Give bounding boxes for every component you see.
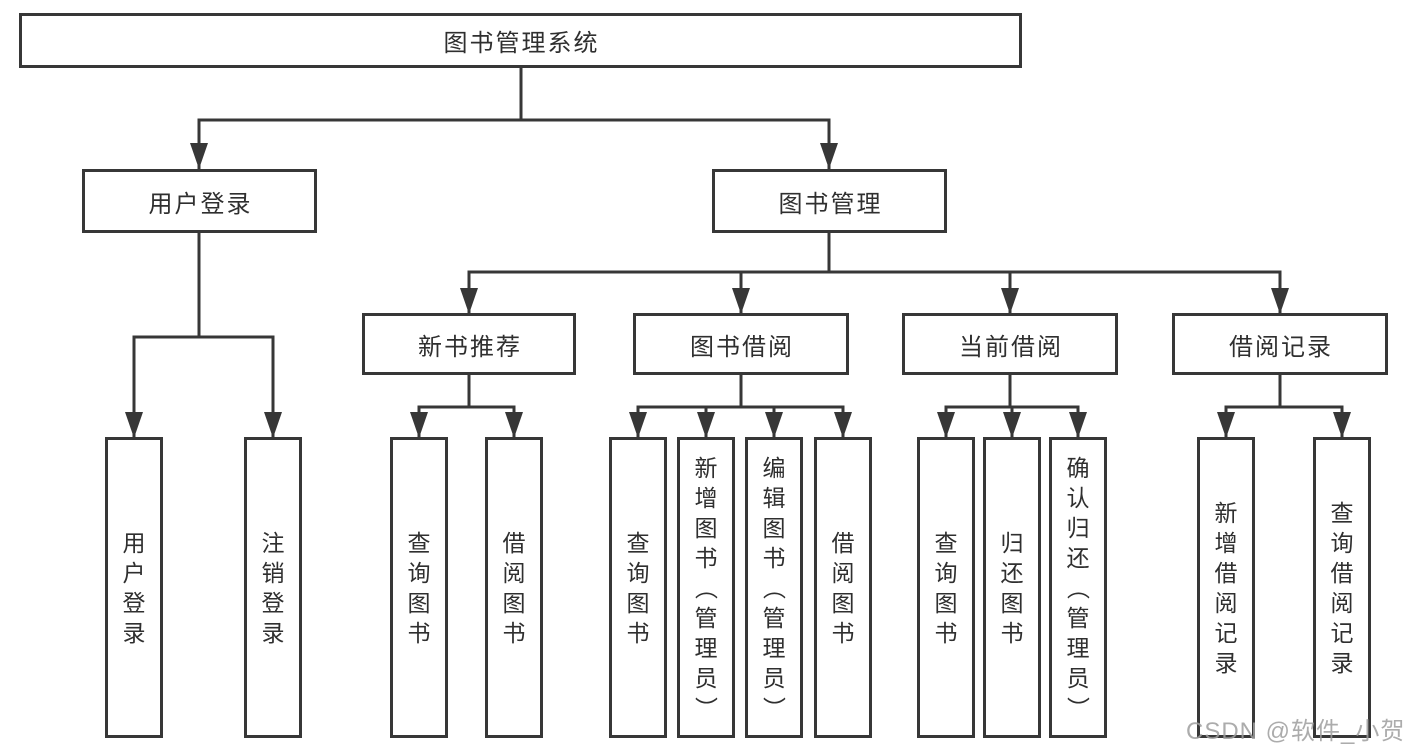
node-borrowing-records-label: 借阅记录 <box>1229 333 1333 361</box>
leaf-add-borrow-record-label: 新增借阅记录 <box>1214 499 1238 676</box>
node-book-borrowing: 图书借阅 <box>633 313 849 375</box>
leaf-query-books-borrowing: 查询图书 <box>609 437 667 738</box>
leaf-return-books: 归还图书 <box>983 437 1041 738</box>
leaf-query-books-recommend: 查询图书 <box>390 437 448 738</box>
node-current-borrowing-label: 当前借阅 <box>959 333 1063 361</box>
leaf-logout-label: 注销登录 <box>261 529 285 646</box>
leaf-user-login-label: 用户登录 <box>122 529 146 646</box>
node-borrowing-records: 借阅记录 <box>1172 313 1388 375</box>
leaf-query-books-borrowing-label: 查询图书 <box>626 529 650 646</box>
node-book-management: 图书管理 <box>712 169 947 233</box>
leaf-logout: 注销登录 <box>244 437 302 738</box>
leaf-add-borrow-record: 新增借阅记录 <box>1197 437 1255 738</box>
watermark: CSDN @软件_小贺同学 <box>1186 718 1405 745</box>
leaf-add-books-admin-label: 新增图书（管理员） <box>693 454 719 720</box>
node-current-borrowing: 当前借阅 <box>902 313 1118 375</box>
leaf-edit-books-admin: 编辑图书（管理员） <box>745 437 803 738</box>
leaf-edit-books-admin-label: 编辑图书（管理员） <box>761 454 787 720</box>
leaf-confirm-return-admin-label: 确认归还（管理员） <box>1065 454 1091 720</box>
node-book-borrowing-label: 图书借阅 <box>690 333 794 361</box>
node-root: 图书管理系统 <box>19 13 1022 68</box>
leaf-query-borrow-record: 查询借阅记录 <box>1313 437 1371 738</box>
leaf-query-books-recommend-label: 查询图书 <box>407 529 431 646</box>
leaf-borrow-books-borrowing: 借阅图书 <box>814 437 872 738</box>
leaf-borrow-books-recommend-label: 借阅图书 <box>502 529 526 646</box>
node-new-book-recommend-label: 新书推荐 <box>418 333 522 361</box>
leaf-query-borrow-record-label: 查询借阅记录 <box>1330 499 1354 676</box>
leaf-user-login: 用户登录 <box>105 437 163 738</box>
node-user-login-label: 用户登录 <box>148 190 253 218</box>
node-book-management-label: 图书管理 <box>778 190 883 218</box>
leaf-query-books-current: 查询图书 <box>917 437 975 738</box>
leaf-add-books-admin: 新增图书（管理员） <box>677 437 735 738</box>
leaf-return-books-label: 归还图书 <box>1000 529 1024 646</box>
node-user-login: 用户登录 <box>82 169 317 233</box>
node-new-book-recommend: 新书推荐 <box>362 313 576 375</box>
leaf-borrow-books-recommend: 借阅图书 <box>485 437 543 738</box>
leaf-borrow-books-borrowing-label: 借阅图书 <box>831 529 855 646</box>
leaf-confirm-return-admin: 确认归还（管理员） <box>1049 437 1107 738</box>
leaf-query-books-current-label: 查询图书 <box>934 529 958 646</box>
node-root-label: 图书管理系统 <box>443 30 600 57</box>
